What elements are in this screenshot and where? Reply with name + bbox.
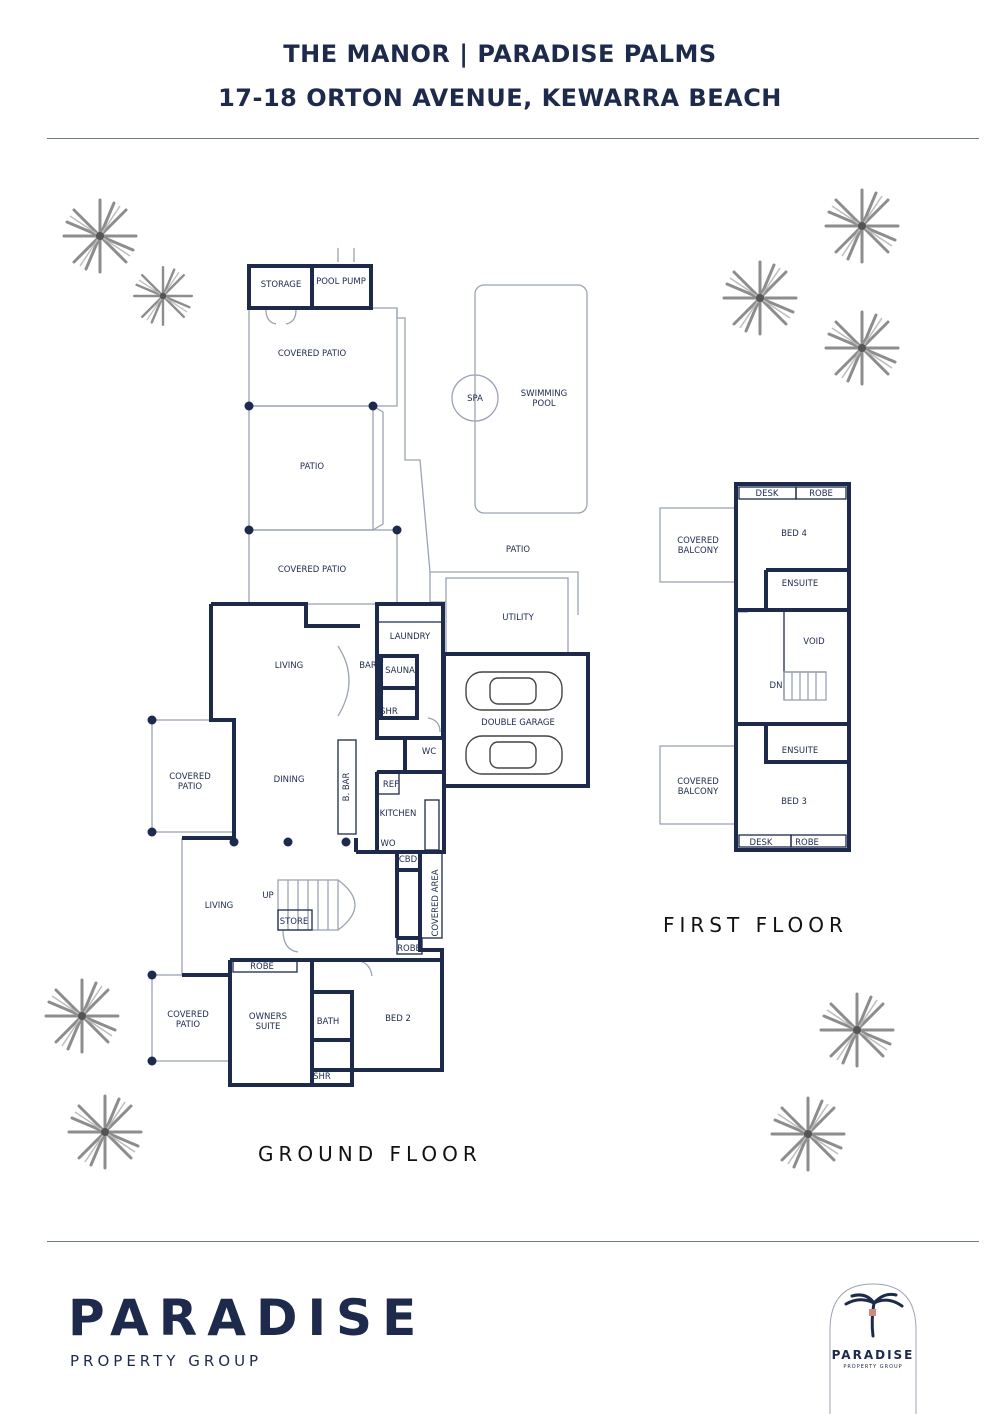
room-label-shower: SHR [313, 1072, 331, 1082]
room-label-spa: SPA [467, 394, 483, 404]
room-label-covered-balcony: BALCONY [678, 546, 719, 556]
room-label-desk: DESK [750, 838, 773, 848]
room-label-double-garage: DOUBLE GARAGE [481, 718, 555, 728]
room-label-utility: UTILITY [502, 613, 534, 623]
room-label-wo: WO [380, 839, 395, 849]
room-label-dining: DINING [274, 775, 305, 785]
room-label-patio: PATIO [300, 462, 324, 472]
room-label-store: STORE [280, 917, 309, 927]
room-label-robe: ROBE [250, 962, 274, 972]
room-label-covered-area: COVERED AREA [431, 869, 441, 936]
room-label-covered-patio: PATIO [176, 1020, 200, 1030]
room-label-robe: ROBE [795, 838, 819, 848]
room-label-living: LIVING [205, 901, 234, 911]
palm-tree-icon [62, 198, 138, 274]
header-divider [47, 138, 979, 139]
stair-label-dn: DN [770, 681, 783, 691]
logo-subtitle: PROPERTY GROUP [843, 1364, 903, 1370]
room-label-living: LIVING [275, 661, 304, 671]
palm-tree-icon [824, 188, 900, 264]
room-label-covered-balcony: BALCONY [678, 787, 719, 797]
logo-wordmark: PARADISE [831, 1348, 915, 1362]
ground-floor-label: GROUND FLOOR [258, 1142, 482, 1166]
palm-tree-icon [722, 260, 798, 336]
room-label-swimming-pool: POOL [532, 399, 556, 409]
room-label-bath: BATH [317, 1017, 340, 1027]
room-label-bed-2: BED 2 [385, 1014, 411, 1024]
stair-label-up: UP [262, 891, 273, 901]
room-label-covered-patio: COVERED [167, 1010, 209, 1020]
room-label-desk: DESK [756, 489, 779, 499]
room-label-pool-pump: POOL PUMP [316, 277, 366, 287]
room-label-cbd: CBD [399, 855, 418, 865]
room-label-owners-suite: SUITE [256, 1022, 281, 1032]
room-label-kitchen: KITCHEN [380, 809, 417, 819]
room-label-bar: BAR [359, 661, 377, 671]
room-label-bed-3: BED 3 [781, 797, 807, 807]
first-floor-label: FIRST FLOOR [663, 913, 848, 937]
page-title: THE MANOR | PARADISE PALMS [283, 40, 717, 68]
room-label-covered-patio: PATIO [178, 782, 202, 792]
palm-tree-icon [770, 1096, 846, 1172]
room-label-laundry: LAUNDRY [390, 632, 431, 642]
room-label-owners-suite: OWNERS [249, 1012, 287, 1022]
palm-tree-icon [132, 266, 194, 326]
page-subtitle-address: 17-18 ORTON AVENUE, KEWARRA BEACH [218, 84, 782, 112]
room-label-storage: STORAGE [261, 280, 301, 290]
room-label-covered-balcony: COVERED [677, 536, 719, 546]
palm-tree-icon [44, 978, 120, 1054]
room-label-void: VOID [803, 637, 825, 647]
room-label-swimming-pool: SWIMMING [521, 389, 567, 399]
room-label-shower: SHR [380, 707, 398, 717]
brand-name: PARADISE [68, 1289, 427, 1347]
room-label-wc: WC [422, 747, 436, 757]
footer-divider [47, 1241, 979, 1242]
palm-tree-icon [819, 992, 895, 1068]
palm-tree-icon [67, 1094, 143, 1170]
room-label-patio: PATIO [506, 545, 530, 555]
room-label-ensuite: ENSUITE [782, 579, 818, 589]
room-label-robe: ROBE [809, 489, 833, 499]
brand-subtitle: PROPERTY GROUP [70, 1352, 263, 1370]
room-label-robe: ROBE [397, 944, 421, 954]
palm-logo-icon [844, 1292, 904, 1338]
palm-tree-icon [824, 310, 900, 386]
room-label-bed-4: BED 4 [781, 529, 807, 539]
room-label-covered-patio: COVERED PATIO [278, 565, 347, 575]
room-label-ref: REF [383, 780, 399, 790]
room-label-sauna: SAUNA [385, 666, 415, 676]
room-label-covered-patio: COVERED [169, 772, 211, 782]
paradise-logo-mark [829, 1283, 917, 1414]
room-label-ensuite: ENSUITE [782, 746, 818, 756]
room-label-covered-balcony: COVERED [677, 777, 719, 787]
room-label-b-bar: B. BAR [342, 773, 352, 802]
room-label-covered-patio: COVERED PATIO [278, 349, 347, 359]
